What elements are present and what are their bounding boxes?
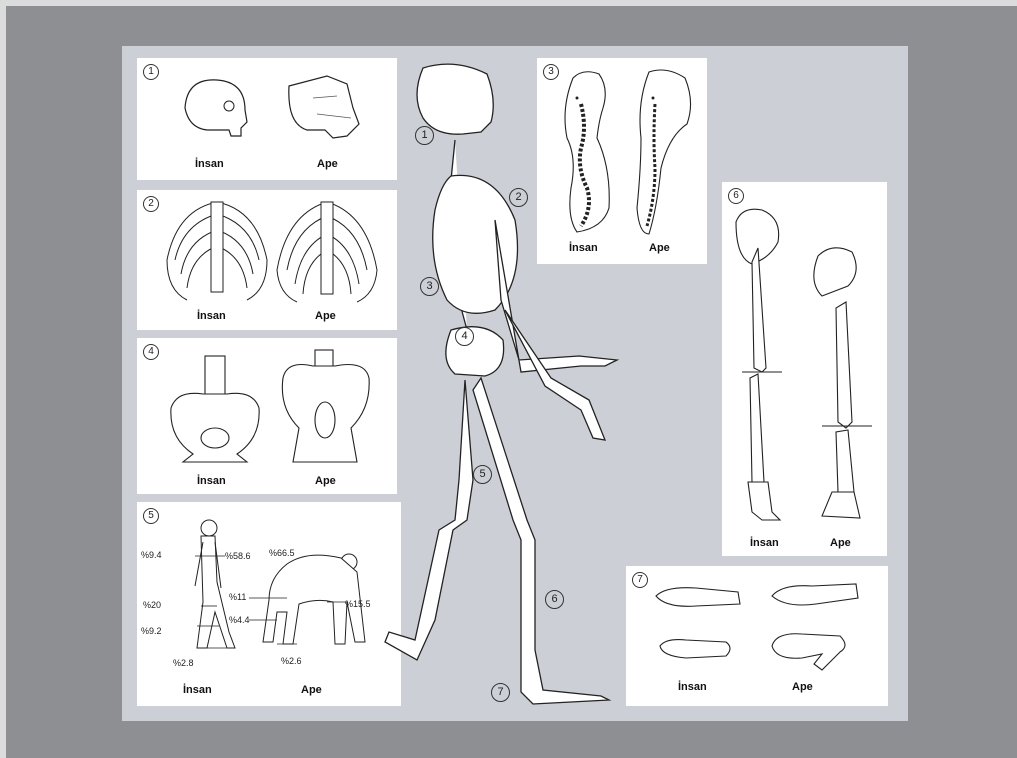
human-label: İnsan (195, 158, 224, 170)
skeleton-marker: 1 (415, 126, 434, 145)
skeleton-marker: 5 (473, 465, 492, 484)
ape-label: Ape (649, 242, 670, 254)
panel-foot: 7 İnsan Ape (626, 566, 888, 706)
ape-label: Ape (301, 684, 322, 696)
ape-label: Ape (315, 310, 336, 322)
pct-label: %2.8 (173, 658, 194, 668)
ape-label: Ape (830, 537, 851, 549)
human-label: İnsan (197, 310, 226, 322)
human-label: İnsan (183, 684, 212, 696)
skeleton-marker: 3 (420, 277, 439, 296)
ape-label: Ape (317, 158, 338, 170)
pct-label: %2.6 (281, 656, 302, 666)
panel-leg: 6 İnsan Ape (722, 182, 887, 556)
human-label: İnsan (678, 681, 707, 693)
pct-label: %58.6 (225, 551, 251, 561)
skeleton-marker: 4 (455, 327, 474, 346)
ape-label: Ape (792, 681, 813, 693)
spine-drawing (537, 58, 707, 264)
skeleton-marker: 6 (545, 590, 564, 609)
foot-drawing (626, 566, 888, 706)
human-label: İnsan (197, 475, 226, 487)
pct-label: %4.4 (229, 615, 250, 625)
pct-label: %20 (143, 600, 161, 610)
pct-label: %9.4 (141, 550, 162, 560)
pct-label: %9.2 (141, 626, 162, 636)
leg-drawing (722, 182, 887, 556)
human-label: İnsan (569, 242, 598, 254)
human-label: İnsan (750, 537, 779, 549)
panel-spine: 3 İnsan Ape (537, 58, 707, 264)
skeleton-marker: 7 (491, 683, 510, 702)
pct-label: %66.5 (269, 548, 295, 558)
pct-label: %11 (229, 592, 246, 602)
ape-label: Ape (315, 475, 336, 487)
skeleton-marker: 2 (509, 188, 528, 207)
